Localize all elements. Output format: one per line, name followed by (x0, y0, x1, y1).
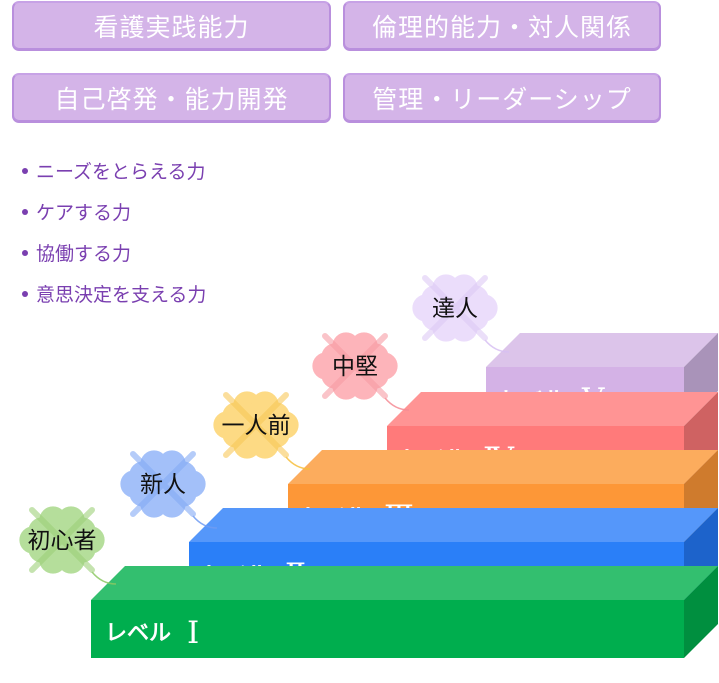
ability-item: 意思決定を支える力 (18, 273, 206, 314)
bullet-icon (22, 290, 28, 297)
clover-icon-4 (312, 332, 410, 411)
ability-label: ニーズをとらえる力 (36, 161, 206, 183)
ability-label: 協働する力 (36, 243, 132, 265)
level-numeral: Ⅰ (187, 615, 199, 651)
level-front-face (91, 600, 684, 658)
clover-icon-2 (120, 450, 218, 529)
bullet-icon (22, 249, 28, 256)
clover-vein (322, 333, 388, 399)
ability-label: ケアする力 (36, 202, 132, 224)
ability-item: ニーズをとらえる力 (18, 150, 206, 191)
clover-icon-3 (213, 391, 311, 470)
category-nursing-practice: 看護実践能力 (12, 1, 331, 51)
stage-label: 達人 (432, 296, 478, 322)
clover-stem (484, 339, 510, 353)
level-top-face (288, 450, 718, 484)
stage-label: 新人 (140, 472, 186, 498)
ability-item: 協働する力 (18, 232, 206, 273)
stage-label: 中堅 (332, 354, 378, 380)
bullet-icon (22, 208, 28, 215)
category-ethics-relations: 倫理的能力・対人関係 (343, 1, 661, 51)
stage-label: 一人前 (222, 413, 291, 439)
ability-label: 意思決定を支える力 (36, 284, 207, 306)
clover-icon-1 (19, 506, 117, 585)
clover-stem (384, 397, 410, 411)
clover-icon-5 (412, 274, 510, 353)
clover-vein (223, 392, 289, 458)
category-management-leadership: 管理・リーダーシップ (343, 73, 661, 123)
clover-stem (91, 571, 117, 585)
level-side-face (684, 566, 718, 658)
clover-vein (29, 507, 95, 573)
clover-stem (192, 515, 218, 529)
ability-list: ニーズをとらえる力 ケアする力 協働する力 意思決定を支える力 (18, 150, 206, 314)
bullet-icon (22, 167, 28, 174)
level-top-face (189, 508, 718, 542)
clover-vein (130, 451, 196, 517)
stage-label: 初心者 (28, 528, 97, 554)
level-top-face (91, 566, 718, 600)
level-top-face (387, 392, 718, 426)
clover-vein (422, 275, 488, 341)
clover-stem (285, 456, 311, 470)
level-top-face (486, 333, 718, 367)
category-self-development: 自己啓発・能力開発 (12, 73, 331, 123)
level-label: レベル (105, 621, 171, 646)
ability-item: ケアする力 (18, 191, 206, 232)
level-block-1: レベル Ⅰ (91, 566, 718, 658)
